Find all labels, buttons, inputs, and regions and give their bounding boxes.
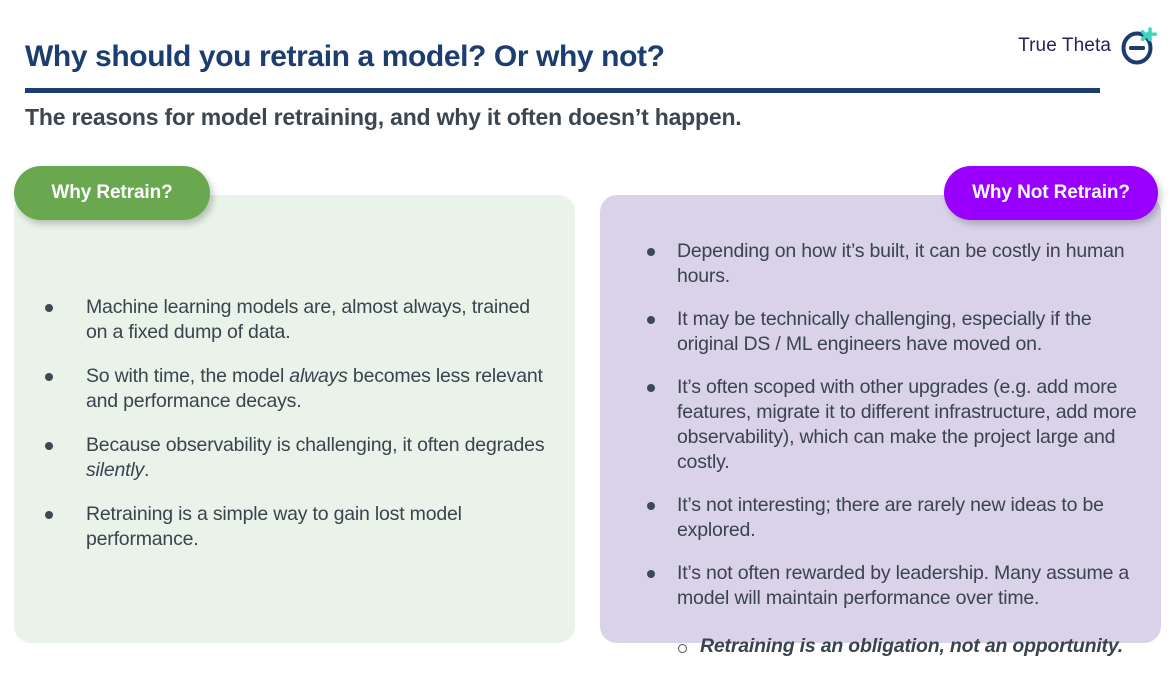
bullet-item: It’s not interesting; there are rarely n… — [630, 493, 1150, 543]
title-divider — [25, 88, 1100, 93]
logo-wordmark: True Theta — [1018, 35, 1111, 56]
bullet-item: It’s not often rewarded by leadership. M… — [630, 561, 1150, 611]
page-subtitle: The reasons for model retraining, and wh… — [25, 104, 742, 130]
why-retrain-bullet-list: Machine learning models are, almost alwa… — [32, 295, 552, 571]
why-retrain-panel: Machine learning models are, almost alwa… — [14, 195, 575, 643]
page-title: Why should you retrain a model? Or why n… — [25, 40, 665, 73]
bullet-item: Because observability is challenging, it… — [32, 433, 552, 483]
brand-logo: True Theta — [1018, 26, 1158, 66]
theta-symbol-icon — [1120, 26, 1158, 66]
bullet-item: Machine learning models are, almost alwa… — [32, 295, 552, 345]
sub-bullet-item: Retraining is an obligation, not an oppo… — [630, 634, 1150, 659]
bullet-item: It’s often scoped with other upgrades (e… — [630, 375, 1150, 475]
bullet-item: It may be technically challenging, espec… — [630, 307, 1150, 357]
why-not-retrain-panel: Depending on how it’s built, it can be c… — [600, 195, 1161, 657]
bullet-item: Depending on how it’s built, it can be c… — [630, 239, 1150, 289]
why-not-retrain-bullet-list: Depending on how it’s built, it can be c… — [630, 239, 1150, 673]
why-not-retrain-badge[interactable]: Why Not Retrain? — [944, 166, 1158, 220]
asterisk-icon — [1140, 27, 1157, 42]
why-retrain-badge[interactable]: Why Retrain? — [14, 166, 210, 220]
bullet-item: Retraining is a simple way to gain lost … — [32, 502, 552, 552]
bullet-item: So with time, the model always becomes l… — [32, 364, 552, 414]
